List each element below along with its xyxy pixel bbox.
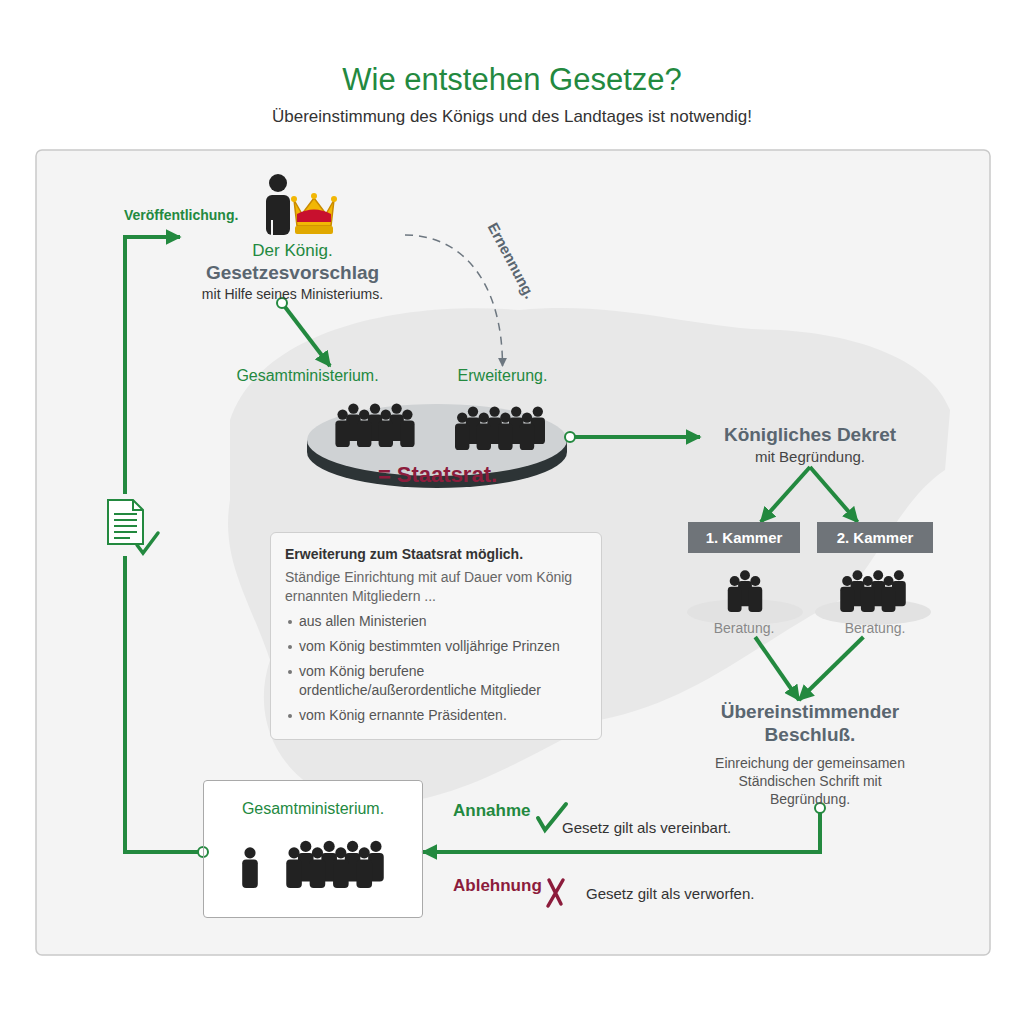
panel-ground bbox=[203, 780, 423, 918]
subtitle: Übereinstimmung des Königs und des Landt… bbox=[0, 107, 1024, 127]
ministry-box: Gesamtministerium. bbox=[203, 780, 423, 918]
edge-label: Veröffentlichung. bbox=[124, 207, 238, 223]
chamber-node: 1. KammerBeratung. bbox=[688, 522, 800, 637]
connector bbox=[282, 303, 330, 366]
note-label: Gesetz gilt als verworfen. bbox=[586, 885, 754, 902]
connector bbox=[125, 237, 203, 852]
connector-dot bbox=[565, 432, 575, 442]
node-text: Erweiterung zum Staatsrat möglich. bbox=[285, 545, 587, 564]
node-text: Beratung. bbox=[817, 619, 933, 637]
document-icon bbox=[100, 494, 158, 556]
node-text: Gesamtministerium. bbox=[204, 799, 422, 819]
ministry-label: Gesamtministerium. bbox=[220, 366, 395, 386]
connector bbox=[755, 637, 799, 700]
connector bbox=[810, 467, 858, 522]
node-text: Gesetzesvorschlag bbox=[180, 261, 405, 285]
title: Wie entstehen Gesetze? bbox=[0, 62, 1024, 98]
node-text: Gesamtministerium. bbox=[220, 366, 395, 386]
connector bbox=[761, 467, 810, 522]
node-text: Beratung. bbox=[688, 619, 800, 637]
check-mark bbox=[538, 804, 566, 830]
node-text: mit Begründung. bbox=[700, 447, 920, 467]
note-label: Gesetz gilt als vereinbart. bbox=[562, 819, 731, 836]
king-node: Der König.Gesetzesvorschlagmit Hilfe sei… bbox=[180, 168, 405, 303]
chamber-node: 2. KammerBeratung. bbox=[817, 522, 933, 637]
frame bbox=[36, 150, 990, 955]
node-text: vom König ernannte Präsidenten. bbox=[285, 706, 587, 725]
node-text: 1. Kammer bbox=[688, 522, 800, 553]
node-text: Übereinstimmender Beschluß. bbox=[700, 700, 920, 746]
connector bbox=[570, 435, 700, 439]
decree-node: Königliches Dekretmit Begründung. bbox=[700, 423, 920, 467]
node-text: = Staatsrat. bbox=[305, 462, 570, 488]
cross-mark bbox=[548, 880, 563, 906]
node-text: aus allen Ministerien bbox=[285, 612, 587, 631]
node-text: mit Hilfe seines Ministeriums. bbox=[180, 285, 405, 303]
staatsrat-disc: = Staatsrat. bbox=[305, 400, 570, 500]
node-text: Einreichung der gemeinsamen Ständischen … bbox=[700, 754, 920, 808]
node-text: vom König bestimmten volljährige Prinzen bbox=[285, 637, 587, 656]
node-text: Erweiterung. bbox=[440, 366, 565, 386]
connector bbox=[799, 637, 863, 700]
edge-label: Annahme bbox=[453, 801, 530, 821]
node-text: Ständige Einrichtung mit auf Dauer vom K… bbox=[285, 568, 587, 606]
node-text: vom König berufene ordentliche/außerorde… bbox=[285, 662, 587, 700]
connector bbox=[405, 235, 503, 366]
note-label: Ablehnung bbox=[453, 876, 542, 896]
king-figure bbox=[266, 174, 337, 235]
info-box: Erweiterung zum Staatsrat möglich. Ständi… bbox=[270, 532, 602, 740]
node-text: Der König. bbox=[180, 240, 405, 261]
node-text: Königliches Dekret bbox=[700, 423, 920, 447]
resolution-node: Übereinstimmender Beschluß. Einreichung d… bbox=[700, 700, 920, 808]
extension-label: Erweiterung. bbox=[440, 366, 565, 386]
node-text: 2. Kammer bbox=[817, 522, 933, 553]
